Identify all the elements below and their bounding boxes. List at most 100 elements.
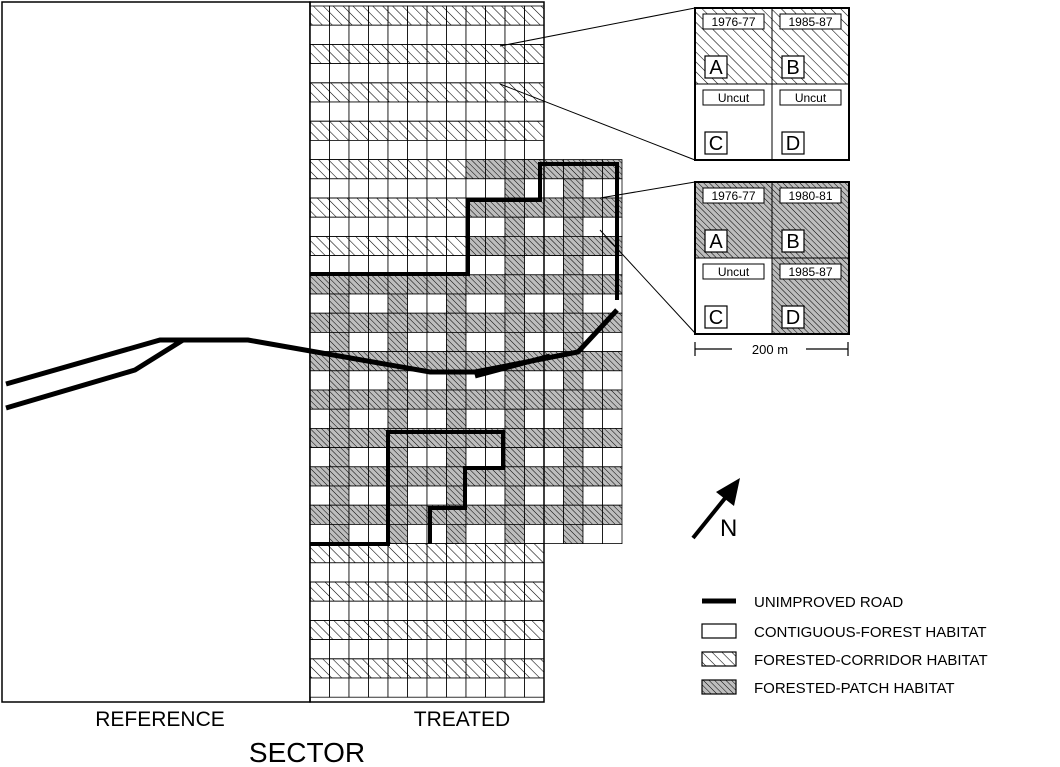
grid-cell xyxy=(465,351,486,372)
grid-cell xyxy=(426,658,447,679)
grid-cell xyxy=(465,543,486,564)
grid-cell xyxy=(563,370,584,391)
grid-cell xyxy=(602,331,623,352)
grid-cell xyxy=(524,447,545,468)
grid-cell xyxy=(602,197,623,218)
grid-cell xyxy=(446,120,467,141)
grid-cell xyxy=(407,581,428,602)
grid-cell xyxy=(465,293,486,314)
grid-cell xyxy=(426,197,447,218)
grid-cell xyxy=(368,82,389,103)
inset-letter-box xyxy=(781,229,805,253)
grid-cell xyxy=(387,581,408,602)
grid-cell xyxy=(446,5,467,26)
grid-cell xyxy=(543,312,564,333)
grid-cell xyxy=(426,389,447,410)
grid-cell xyxy=(563,524,584,545)
grid-cell xyxy=(485,485,506,506)
grid-cell xyxy=(309,620,330,641)
grid-cell xyxy=(504,466,525,487)
grid-cell xyxy=(446,562,467,583)
grid-cell xyxy=(582,370,603,391)
grid-cell xyxy=(309,639,330,660)
grid-cell xyxy=(426,312,447,333)
grid-cell xyxy=(485,5,506,26)
grid-cell xyxy=(446,389,467,410)
grid-cell xyxy=(368,216,389,237)
unimproved-road-join xyxy=(474,353,551,379)
grid-cell xyxy=(426,677,447,698)
grid-cell xyxy=(348,543,369,564)
grid-cell xyxy=(504,427,525,448)
grid-cell xyxy=(504,447,525,468)
grid-cell xyxy=(368,159,389,180)
grid-cell xyxy=(407,159,428,180)
grid-cell xyxy=(524,255,545,276)
grid-cell xyxy=(407,447,428,468)
inset-tag-box xyxy=(702,13,765,30)
grid-cell xyxy=(485,274,506,295)
grid-cell xyxy=(309,466,330,487)
grid-cell xyxy=(387,408,408,429)
grid-cell xyxy=(329,255,350,276)
grid-cell xyxy=(485,331,506,352)
leader-line-top-1 xyxy=(499,7,696,47)
grid-cell xyxy=(465,5,486,26)
grid-cell xyxy=(407,485,428,506)
grid-cell xyxy=(407,63,428,84)
inset-letter: D xyxy=(786,307,800,329)
grid-cell xyxy=(602,274,623,295)
grid-cell xyxy=(426,63,447,84)
north-arrow: N xyxy=(691,478,740,542)
grid-cell xyxy=(329,235,350,256)
grid-cell xyxy=(426,351,447,372)
grid-cell xyxy=(348,677,369,698)
grid-cell xyxy=(348,255,369,276)
grid-cell xyxy=(407,44,428,65)
grid-cell xyxy=(368,620,389,641)
grid-cell xyxy=(543,466,564,487)
grid-cell xyxy=(524,331,545,352)
leader-line-top-2 xyxy=(499,83,696,161)
inset-letter: B xyxy=(786,57,799,79)
grid-cell xyxy=(368,639,389,660)
grid-cell xyxy=(485,312,506,333)
grid-cell xyxy=(524,312,545,333)
grid-cell xyxy=(309,427,330,448)
grid-cell xyxy=(329,581,350,602)
grid-cell xyxy=(368,293,389,314)
grid-cell xyxy=(426,331,447,352)
grid-cell xyxy=(582,524,603,545)
grid-cell xyxy=(387,82,408,103)
grid-cell xyxy=(407,620,428,641)
grid-cell xyxy=(465,159,486,180)
grid-cell xyxy=(465,504,486,525)
grid-cell xyxy=(348,159,369,180)
grid-cell xyxy=(563,389,584,410)
grid-cell xyxy=(446,447,467,468)
grid-cell xyxy=(504,120,525,141)
grid-cell xyxy=(309,120,330,141)
grid-cell xyxy=(348,581,369,602)
grid-cell xyxy=(407,543,428,564)
grid-cell xyxy=(524,600,545,621)
grid-cell xyxy=(329,159,350,180)
grid-cell xyxy=(407,370,428,391)
inset-tag-box xyxy=(779,187,842,204)
grid-cell xyxy=(329,312,350,333)
grid-cell xyxy=(602,293,623,314)
inset-tag-box xyxy=(779,263,842,280)
grid-cell xyxy=(504,389,525,410)
grid-cell xyxy=(368,5,389,26)
grid-cell xyxy=(309,581,330,602)
grid-cell xyxy=(446,82,467,103)
grid-cell xyxy=(563,178,584,199)
grid-cell xyxy=(329,216,350,237)
grid-cell xyxy=(387,312,408,333)
grid-cell xyxy=(504,639,525,660)
grid-cell xyxy=(446,620,467,641)
grid-cell xyxy=(348,63,369,84)
grid-cell xyxy=(387,331,408,352)
grid-cell xyxy=(309,255,330,276)
inset-tag-label: 1976-77 xyxy=(711,189,755,203)
